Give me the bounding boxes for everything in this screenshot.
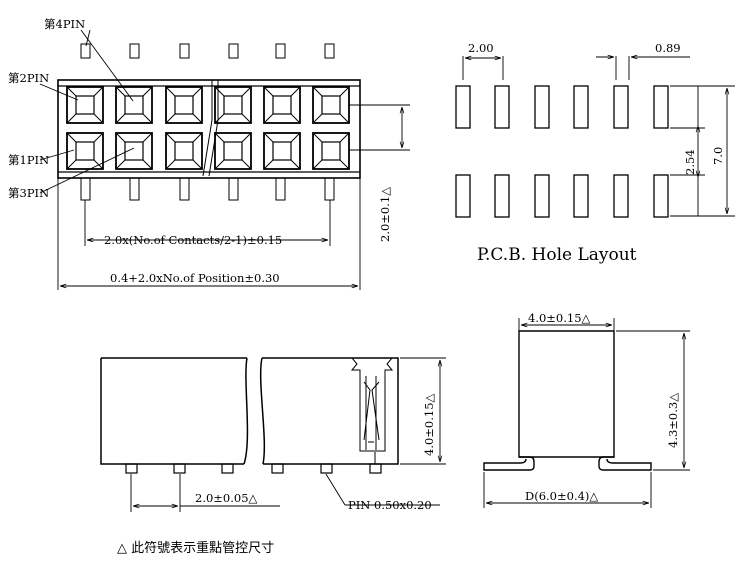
contact-cell (263, 86, 301, 124)
pin3-label: 第3PIN (8, 186, 49, 200)
pcb-dimensions (462, 56, 735, 217)
pin1-label: 第1PIN (8, 153, 49, 167)
side-dimensions (130, 357, 446, 512)
top-pins (80, 43, 335, 59)
top-view-labels: 第4PIN 第2PIN 第1PIN 第3PIN (8, 17, 135, 200)
pcb-pad (534, 85, 550, 129)
top-view (57, 43, 361, 201)
contact-cell (214, 86, 252, 124)
end-width-text: 4.0±0.15△ (528, 311, 591, 325)
row-pitch-dimension-text: 2.0±0.1△ (378, 187, 392, 242)
pin2-label: 第2PIN (8, 71, 49, 85)
side-pitch-text: 2.0±0.05△ (195, 491, 258, 505)
end-housing (518, 330, 615, 458)
pin4-label: 第4PIN (44, 17, 85, 31)
contact-cell (66, 132, 104, 170)
pcb-pad-width-text: 0.89 (655, 41, 681, 55)
end-height-text: 4.3±0.3△ (666, 393, 680, 448)
pcb-pad (455, 174, 471, 218)
contact-cell (165, 86, 203, 124)
pcb-pad (534, 174, 550, 218)
end-left-tail (483, 456, 535, 471)
housing-top-outline (57, 79, 361, 179)
side-contact-cutaway (350, 357, 394, 452)
contact-cell (115, 132, 153, 170)
length-dimension-text: 0.4+2.0xNo.of Position±0.30 (110, 271, 280, 285)
pcb-pad (455, 85, 471, 129)
bottom-pins (80, 177, 335, 201)
contact-cell (263, 132, 301, 170)
contact-cell (214, 132, 252, 170)
side-housing-left (100, 357, 249, 465)
pcb-pad (653, 85, 669, 129)
pcb-pad (494, 85, 510, 129)
pin-spec-text: PIN 0.50x0.20 (348, 498, 432, 512)
pcb-pad (653, 174, 669, 218)
pcb-pitch-text: 2.00 (468, 41, 494, 55)
contact-cell (312, 132, 350, 170)
pitch-dimension-text: 2.0x(No.of Contacts/2-1)±0.15 (104, 233, 282, 247)
contact-cell (312, 86, 350, 124)
pcb-pads (455, 85, 669, 218)
contact-cell (165, 132, 203, 170)
pcb-pad (573, 174, 589, 218)
pcb-pad (613, 174, 629, 218)
contact-cells (66, 86, 350, 170)
pcb-total-text: 7.0 (711, 147, 725, 165)
pcb-row-spacing-text: 2.54 (683, 149, 697, 175)
end-dimensions (483, 318, 690, 508)
end-view (483, 330, 652, 471)
contact-cell (66, 86, 104, 124)
contact-cell (115, 86, 153, 124)
pcb-pad (573, 85, 589, 129)
pcb-pad (613, 85, 629, 129)
end-right-tail (598, 456, 652, 471)
side-view (100, 357, 399, 474)
end-footprint-text: D(6.0±0.4)△ (525, 489, 598, 503)
contact-spring (363, 376, 380, 450)
side-housing-right (259, 357, 399, 465)
pcb-layout-title: P.C.B. Hole Layout (477, 245, 637, 265)
control-dimension-note: △ 此符號表示重點管控尺寸 (117, 540, 274, 556)
top-view-dimensions (57, 104, 410, 290)
side-height-text: 4.0±0.15△ (422, 393, 436, 456)
pcb-pad (494, 174, 510, 218)
